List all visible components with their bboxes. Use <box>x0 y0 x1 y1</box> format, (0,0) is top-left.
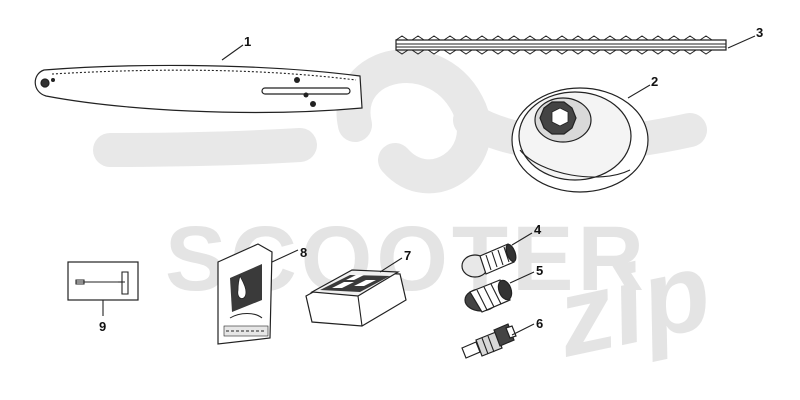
callout-5: 5 <box>536 263 543 278</box>
watermark-logo: SCOOTER zip <box>93 49 721 381</box>
spark-plug <box>461 323 517 359</box>
callout-2: 2 <box>651 74 658 89</box>
callout-6: 6 <box>536 316 543 331</box>
saw-chain <box>395 35 727 55</box>
guide-bar <box>34 64 363 114</box>
callout-1: 1 <box>244 34 251 49</box>
filter-element <box>464 279 513 313</box>
callout-8: 8 <box>300 245 307 260</box>
callout-3: 3 <box>756 25 763 40</box>
tool-kit-card <box>67 261 139 301</box>
oil-pouch <box>217 243 273 345</box>
fuel-filter <box>461 243 517 278</box>
air-filter <box>305 269 407 327</box>
sprocket-drum <box>511 87 649 193</box>
callout-9: 9 <box>99 319 106 334</box>
callout-7: 7 <box>404 248 411 263</box>
callout-4: 4 <box>534 222 542 237</box>
